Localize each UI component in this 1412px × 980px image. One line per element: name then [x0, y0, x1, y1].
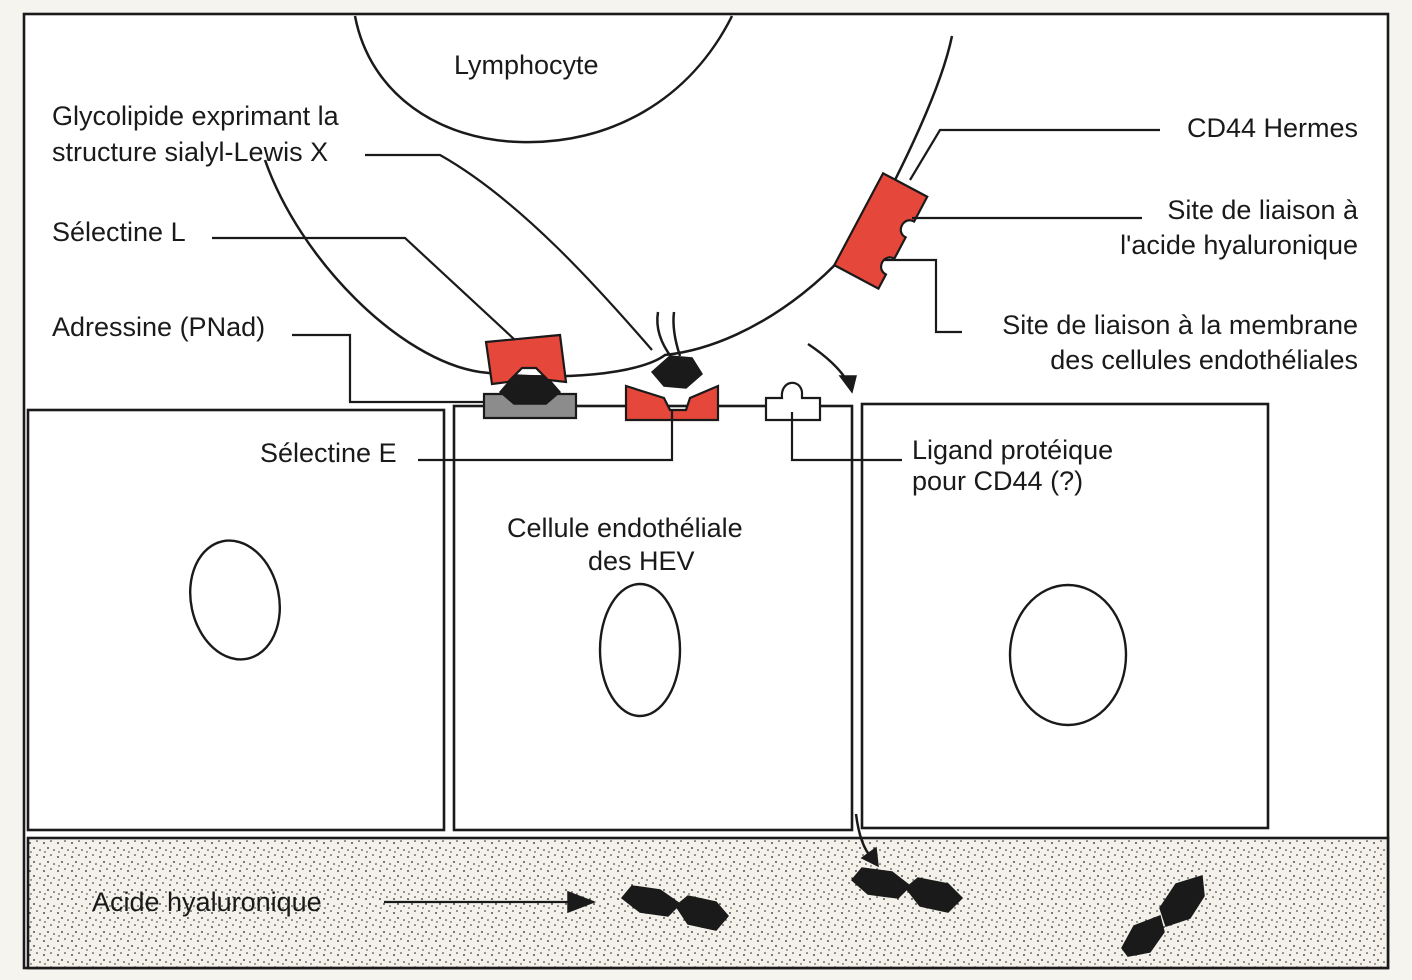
site-membrane-label-2: des cellules endothéliales — [1050, 345, 1358, 375]
glycolipide-label-1: Glycolipide exprimant la — [52, 101, 340, 131]
ligand-leader — [790, 412, 902, 462]
hyaluronic-molecule-2-icon — [850, 867, 964, 913]
nucleus-center — [598, 582, 682, 718]
selectine-l-shape — [484, 333, 568, 386]
lymphocyte-nucleus — [353, 15, 734, 144]
selectine-e-leader — [418, 410, 674, 462]
lymphocyte-membrane — [263, 35, 954, 378]
nucleus-right — [1008, 583, 1128, 727]
glycolipide-leader — [365, 153, 653, 351]
cd44-leader — [909, 128, 1160, 181]
cd44-binding-arrowhead-icon — [838, 375, 857, 394]
acide-label: Acide hyaluronique — [92, 887, 322, 917]
cd44-label: CD44 Hermes — [1187, 113, 1358, 143]
lymphocyte-label: Lymphocyte — [454, 50, 599, 80]
site-membrane-leader — [884, 258, 962, 334]
selectine-l-leader — [212, 236, 516, 341]
hyaluronic-molecule-1-icon — [620, 885, 729, 931]
selectine-e-label: Sélectine E — [260, 438, 397, 468]
glycolipide-tail — [656, 311, 673, 359]
selectine-l-label: Sélectine L — [52, 217, 186, 247]
hyaluronic-molecule-3-icon — [1121, 875, 1205, 957]
site-membrane-label-1: Site de liaison à la membrane — [1002, 310, 1358, 340]
ligand-label-2: pour CD44 (?) — [912, 466, 1083, 496]
hyaluronic-binding-arrowhead-icon — [860, 846, 879, 868]
site-ha-label-2: l'acide hyaluronique — [1120, 230, 1358, 260]
site-ha-label-1: Site de liaison à — [1167, 195, 1359, 225]
endothelial-cell-label-2: des HEV — [588, 546, 695, 576]
acide-arrowhead-icon — [567, 890, 597, 914]
adressine-label: Adressine (PNad) — [52, 312, 265, 342]
cd44-ligand-shape — [764, 381, 822, 422]
ligand-label-1: Ligand protéique — [912, 435, 1113, 465]
nucleus-left — [188, 539, 282, 661]
cd44-hermes-shape — [832, 171, 929, 291]
sialyl-lewis-x-icon — [650, 355, 703, 389]
selectine-e-shape — [624, 384, 720, 422]
endothelial-cell-label-1: Cellule endothéliale — [507, 513, 743, 543]
glycolipide-tail-2 — [672, 311, 682, 357]
adressine-leader — [292, 333, 484, 404]
glycolipide-label-2: structure sialyl-Lewis X — [52, 137, 328, 167]
